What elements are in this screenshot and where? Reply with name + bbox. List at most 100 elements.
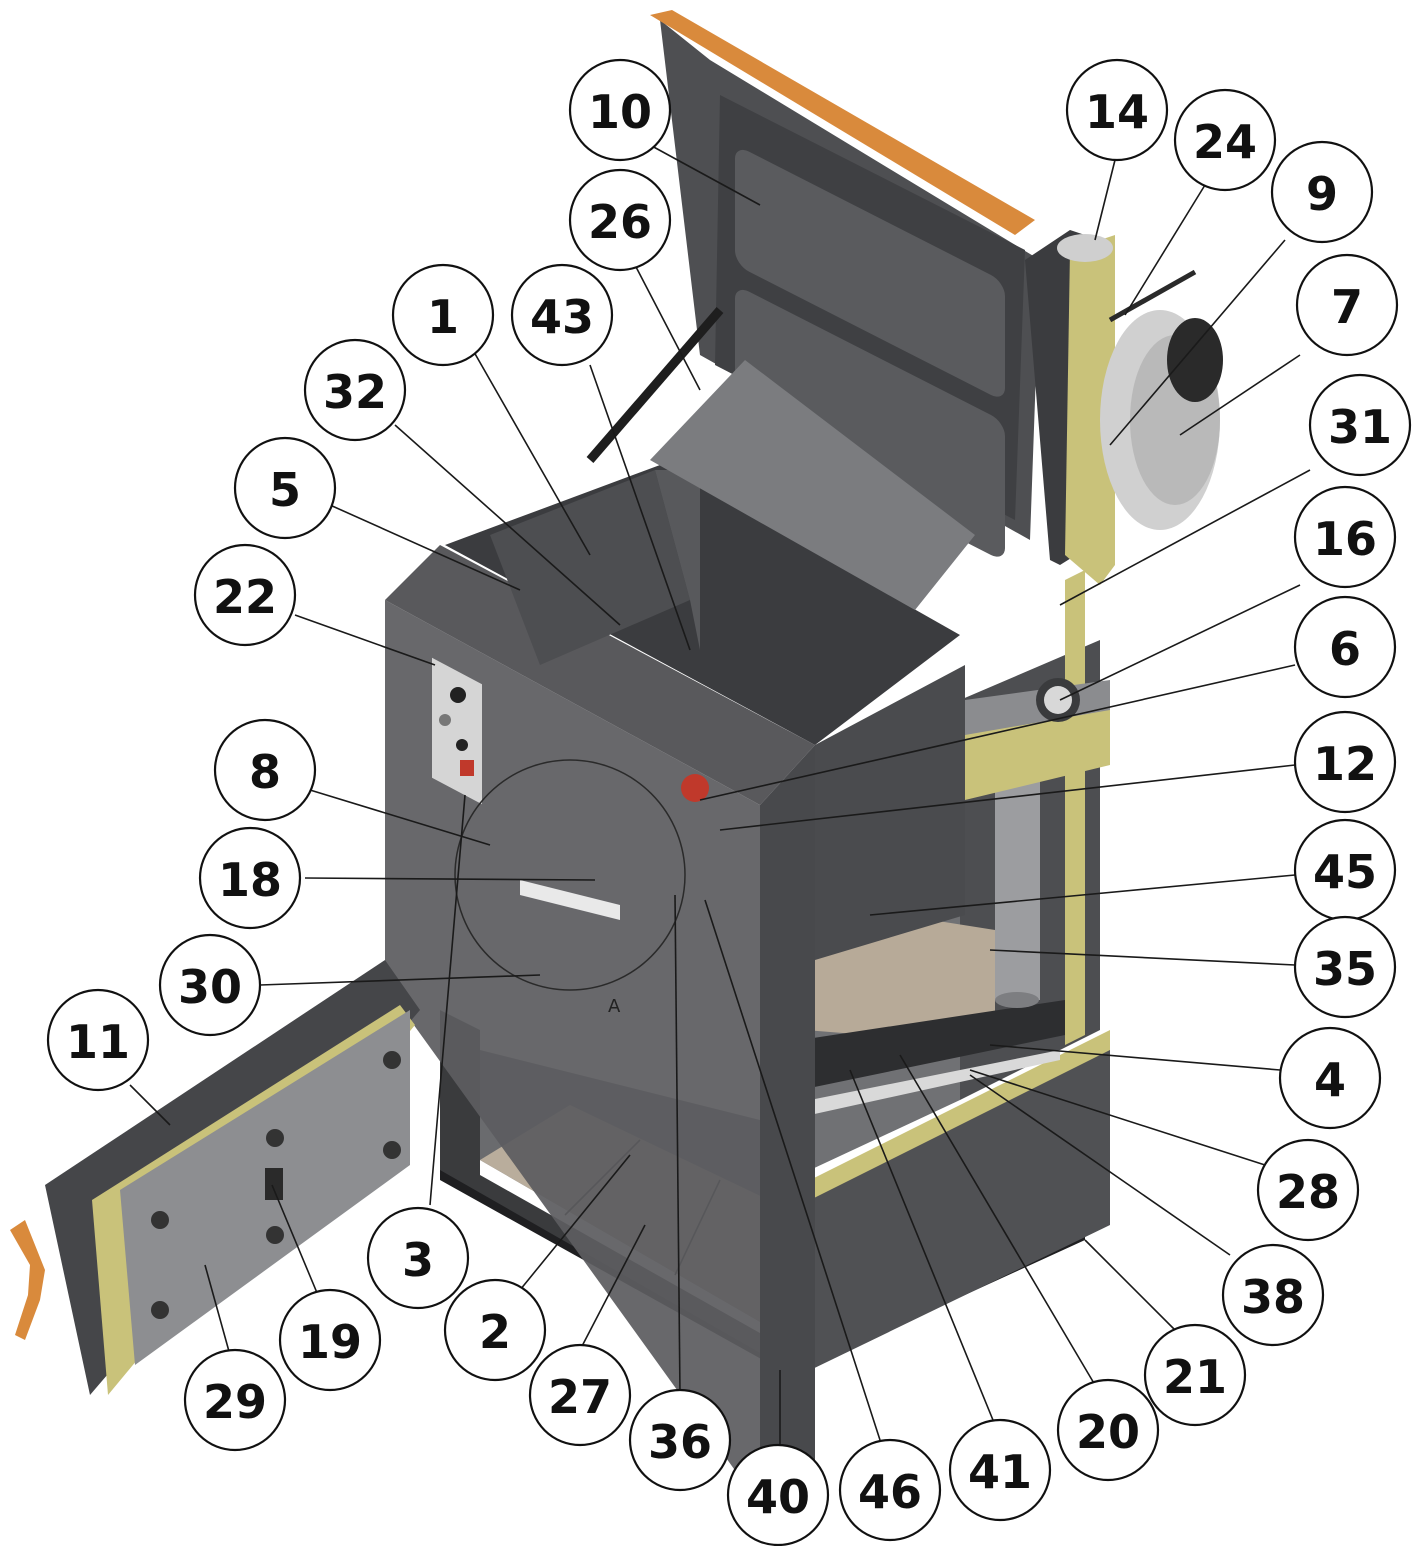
callout-number: 3 bbox=[402, 1233, 434, 1287]
callout-circle bbox=[726, 1443, 830, 1546]
callout-40: 40 bbox=[726, 1443, 830, 1546]
lid-window-upper bbox=[735, 149, 1005, 397]
callout-number: 24 bbox=[1193, 115, 1257, 169]
callout-38: 38 bbox=[1221, 1243, 1325, 1347]
leader-41 bbox=[849, 1069, 996, 1426]
door-bolt-3 bbox=[383, 1051, 401, 1069]
callout-circle bbox=[1256, 1138, 1360, 1242]
callout-2: 2 bbox=[443, 1278, 547, 1382]
indicator-lamp bbox=[681, 774, 709, 802]
leader-8 bbox=[309, 789, 491, 846]
callout-circle bbox=[303, 338, 407, 442]
control-knob-1 bbox=[450, 687, 466, 703]
callout-circle bbox=[366, 1206, 470, 1310]
grate-tray bbox=[810, 1050, 1060, 1115]
callout-19: 19 bbox=[278, 1288, 382, 1392]
door-handle bbox=[10, 1220, 45, 1340]
door-bolt-5 bbox=[266, 1226, 284, 1244]
callout-10: 10 bbox=[568, 58, 672, 162]
leader-2 bbox=[519, 1154, 631, 1291]
callout-41: 41 bbox=[948, 1418, 1052, 1522]
detail-label-a: A bbox=[608, 996, 621, 1017]
callout-29: 29 bbox=[183, 1348, 287, 1452]
leader-21 bbox=[1084, 1239, 1181, 1336]
leader-36 bbox=[674, 894, 681, 1396]
callout-circle bbox=[443, 1278, 547, 1382]
temperature-gauge-face bbox=[1044, 686, 1072, 714]
leader-46 bbox=[704, 899, 881, 1441]
power-switch bbox=[460, 760, 474, 776]
callout-circle bbox=[213, 718, 317, 822]
leader-22 bbox=[294, 614, 436, 666]
leader-29 bbox=[204, 1264, 231, 1356]
exhaust-pipe bbox=[1057, 234, 1113, 262]
callout-number: 16 bbox=[1313, 512, 1377, 566]
callout-11: 11 bbox=[46, 988, 150, 1092]
callout-circle bbox=[278, 1288, 382, 1392]
callout-circle bbox=[1293, 595, 1397, 699]
leader-1 bbox=[469, 344, 591, 556]
leader-5 bbox=[329, 504, 521, 591]
leader-38 bbox=[969, 1074, 1231, 1256]
callout-number: 11 bbox=[66, 1015, 130, 1069]
callout-7: 7 bbox=[1295, 253, 1399, 357]
callout-circle bbox=[183, 1348, 287, 1452]
callout-22: 22 bbox=[193, 543, 297, 647]
control-knob-3 bbox=[456, 739, 468, 751]
callout-24: 24 bbox=[1173, 88, 1277, 192]
callout-number: 35 bbox=[1313, 942, 1377, 996]
callout-16: 16 bbox=[1293, 485, 1397, 589]
leader-10 bbox=[649, 144, 761, 206]
callout-circle bbox=[1173, 88, 1277, 192]
leader-6 bbox=[699, 664, 1296, 801]
leader-3 bbox=[429, 794, 466, 1206]
callout-circle bbox=[1056, 1378, 1160, 1482]
callout-circle bbox=[1293, 485, 1397, 589]
callout-3: 3 bbox=[366, 1206, 470, 1310]
callout-number: 27 bbox=[548, 1370, 612, 1424]
leader-32 bbox=[394, 424, 621, 626]
sensor-probe bbox=[1108, 269, 1197, 323]
callout-12: 12 bbox=[1293, 710, 1397, 814]
leader-28 bbox=[969, 1069, 1266, 1166]
door-sight-slot bbox=[265, 1168, 283, 1200]
main-body-front bbox=[385, 545, 815, 805]
callout-number: 26 bbox=[588, 195, 652, 249]
callout-circle bbox=[198, 826, 302, 930]
callout-36: 36 bbox=[628, 1388, 732, 1492]
callout-20: 20 bbox=[1056, 1378, 1160, 1482]
leader-31 bbox=[1059, 469, 1311, 606]
leader-11 bbox=[129, 1084, 171, 1126]
callout-number: 22 bbox=[213, 570, 277, 624]
callout-31: 31 bbox=[1308, 373, 1412, 477]
lid-gas-strut bbox=[586, 307, 724, 463]
leader-30 bbox=[259, 974, 541, 986]
hopper-inner-wall bbox=[490, 470, 690, 665]
callout-circle bbox=[158, 933, 262, 1037]
leader-9 bbox=[1109, 239, 1286, 446]
callout-4: 4 bbox=[1278, 1026, 1382, 1130]
leader-18 bbox=[304, 877, 596, 881]
fan-grille bbox=[1167, 318, 1223, 402]
callout-21: 21 bbox=[1143, 1323, 1247, 1427]
callout-number: 4 bbox=[1314, 1053, 1346, 1107]
main-body-right-face bbox=[760, 745, 815, 1505]
callout-number: 18 bbox=[218, 853, 282, 907]
lid-deflector-plate bbox=[650, 360, 975, 610]
callout-number: 19 bbox=[298, 1315, 362, 1369]
lid-handle-orange bbox=[650, 10, 1035, 235]
callout-number: 28 bbox=[1276, 1165, 1340, 1219]
callout-number: 7 bbox=[1331, 280, 1363, 334]
callout-number: 14 bbox=[1085, 85, 1149, 139]
callout-circle bbox=[1295, 253, 1399, 357]
callout-number: 43 bbox=[530, 290, 594, 344]
callout-number: 5 bbox=[269, 463, 301, 517]
door-bolt-1 bbox=[151, 1211, 169, 1229]
callout-32: 32 bbox=[303, 338, 407, 442]
leader-4 bbox=[989, 1044, 1281, 1071]
grate-frame bbox=[800, 1000, 1065, 1090]
callout-number: 21 bbox=[1163, 1350, 1227, 1404]
leader-16 bbox=[1059, 584, 1301, 701]
insulation-strip-lower bbox=[800, 1030, 1110, 1205]
